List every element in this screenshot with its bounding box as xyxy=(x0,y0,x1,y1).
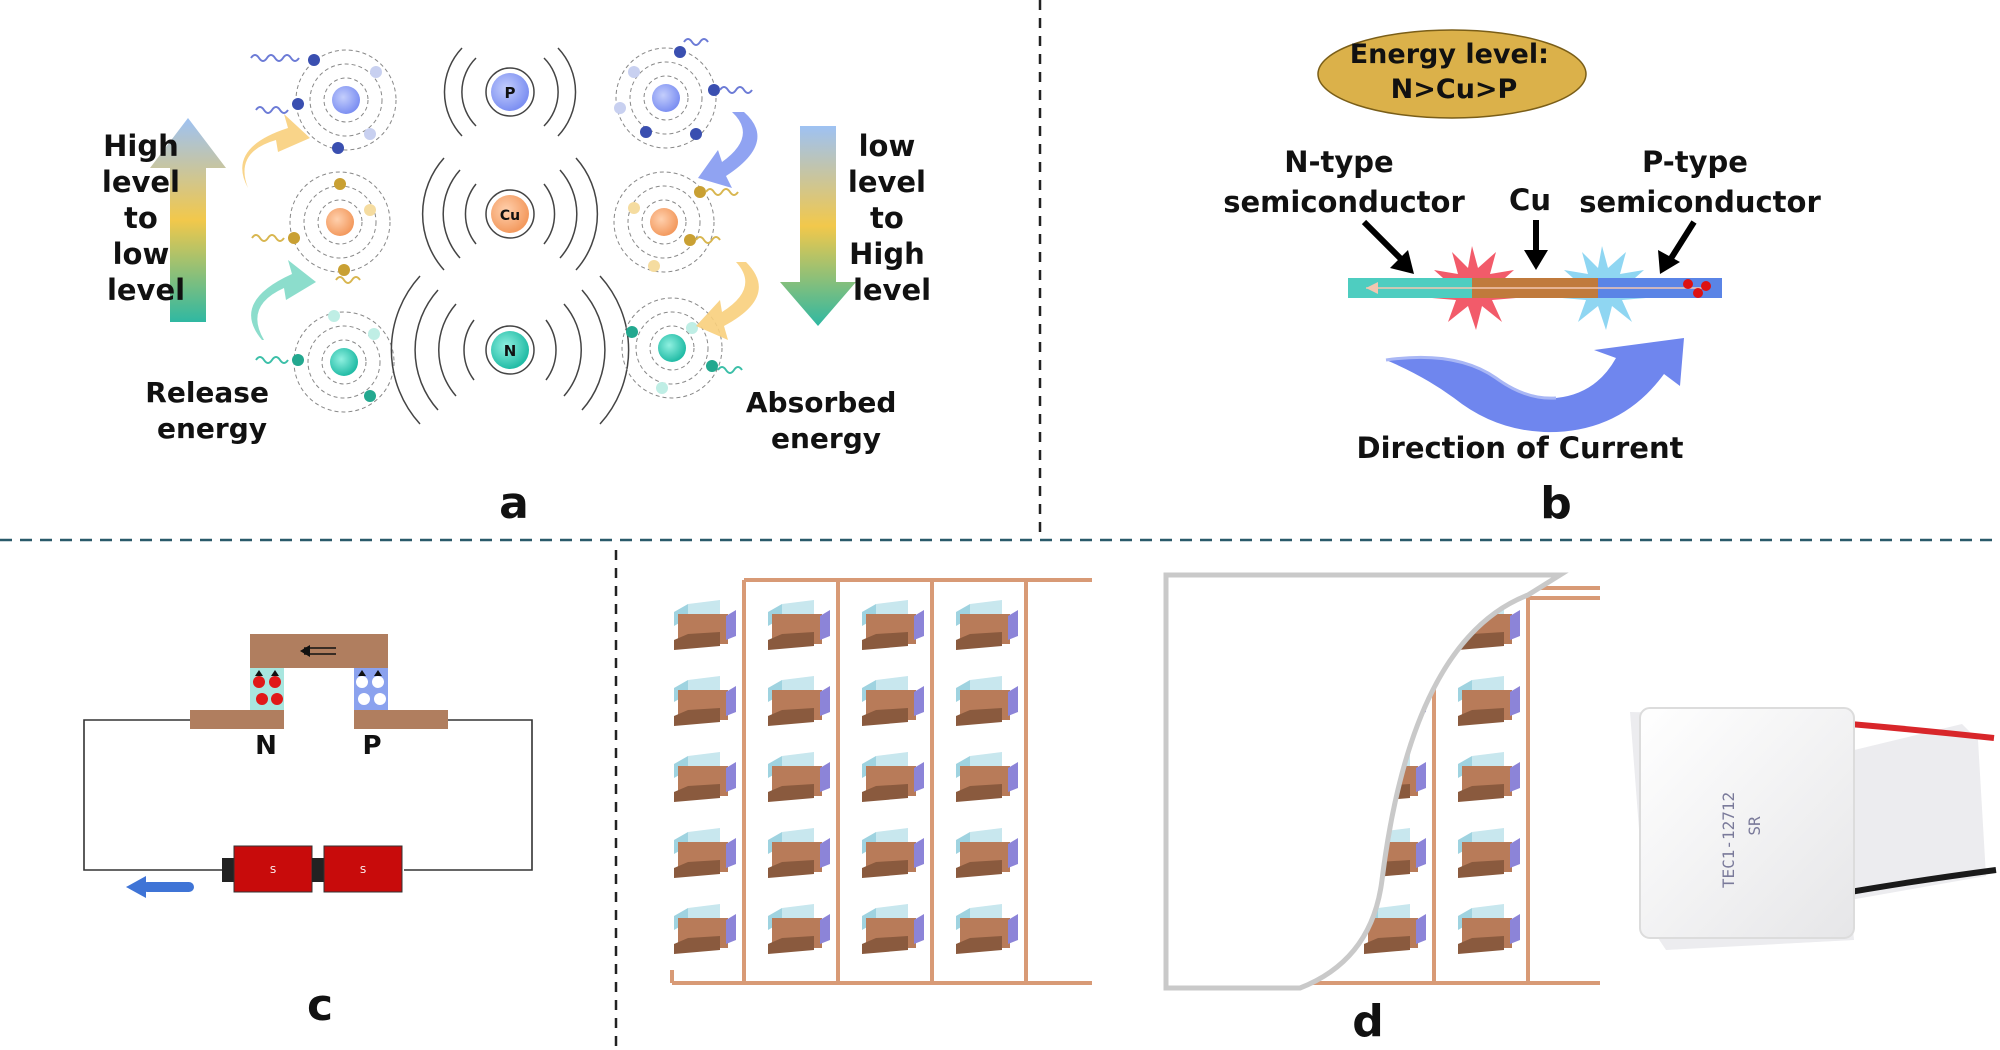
upward-gradient-arrow xyxy=(150,118,226,322)
battery-label: S xyxy=(270,865,276,876)
charge-dot xyxy=(1701,281,1711,291)
charge-dot xyxy=(1683,279,1693,289)
thermo-pellet xyxy=(674,828,736,878)
atom-diagram xyxy=(613,171,739,273)
thermo-pellet xyxy=(768,904,830,954)
cu-label: Cu xyxy=(1509,183,1551,217)
red-wire xyxy=(1849,721,1995,741)
panel-letter-d: d xyxy=(1352,996,1384,1047)
release-energy-label: Release energy xyxy=(145,376,278,445)
svg-text:P: P xyxy=(505,84,516,102)
thermo-pellet xyxy=(1458,752,1520,802)
thermo-pellet xyxy=(768,752,830,802)
tec-module-photo: TEC1-12712 SR xyxy=(1630,707,1997,950)
curved-arrow xyxy=(696,262,759,340)
circuit-wire-right xyxy=(404,719,533,871)
battery-cell xyxy=(323,845,403,893)
p-label: P xyxy=(362,731,381,761)
battery-terminal xyxy=(222,858,236,882)
top-plate-current-arrow xyxy=(300,645,336,657)
atom-n: N xyxy=(390,275,630,425)
charge-dot xyxy=(1693,288,1703,298)
left-arrow-label: High level to low level xyxy=(102,129,190,307)
atom-cu: Cu xyxy=(421,157,599,271)
atom-diagram xyxy=(250,49,397,154)
thermo-pellet xyxy=(956,676,1018,726)
panel-c: N P S S c xyxy=(83,634,533,1031)
atom-diagram xyxy=(621,297,743,399)
thermo-pellet xyxy=(862,600,924,650)
thermo-pellet xyxy=(862,904,924,954)
bottom-copper-left xyxy=(190,710,284,729)
bottom-copper-right xyxy=(354,710,448,729)
thermo-pellet xyxy=(674,752,736,802)
thermo-pellet xyxy=(1458,828,1520,878)
absorbed-energy-label: Absorbed energy xyxy=(746,386,906,455)
svg-text:Cu: Cu xyxy=(500,208,520,224)
thermo-pellet xyxy=(674,600,736,650)
battery-cell xyxy=(233,845,313,893)
energy-level-text: Energy level: N>Cu>P xyxy=(1350,39,1559,105)
current-direction-arrow xyxy=(126,876,194,898)
peeled-ceramic-cover xyxy=(1163,572,1569,991)
panel-a: High level to low level Release energy l… xyxy=(102,38,936,529)
right-atom-column xyxy=(613,38,759,399)
middle-atom-column: P Cu N xyxy=(390,47,630,425)
thermo-pellet xyxy=(674,676,736,726)
top-copper-plate xyxy=(250,634,388,668)
thermo-pellet xyxy=(956,600,1018,650)
black-wire xyxy=(1849,867,1997,895)
n-label: N xyxy=(255,731,277,761)
downward-gradient-arrow xyxy=(780,126,856,326)
module-model-text: TEC1-12712 xyxy=(1719,792,1738,888)
exposed-module-grid xyxy=(670,578,1092,985)
thermo-pellet xyxy=(956,828,1018,878)
battery-terminal xyxy=(312,858,324,882)
module-ceramic-face xyxy=(1639,707,1855,939)
thermo-pellet xyxy=(862,828,924,878)
battery-label: S xyxy=(360,865,366,876)
thermoelectric-pellet-array xyxy=(674,600,1018,954)
thermo-pellet xyxy=(768,600,830,650)
n-type-label: N-type semiconductor xyxy=(1223,145,1465,219)
thermo-pellet xyxy=(768,676,830,726)
thermo-pellet xyxy=(862,676,924,726)
direction-of-current-label: Direction of Current xyxy=(1357,431,1684,465)
panel-letter-a: a xyxy=(499,478,529,529)
curved-arrow xyxy=(251,260,316,340)
thermo-pellet xyxy=(674,904,736,954)
atom-diagram xyxy=(614,38,753,149)
right-arrow-label: low level to High level xyxy=(848,129,936,307)
thermo-pellet xyxy=(1364,904,1426,954)
p-type-label: P-type semiconductor xyxy=(1579,145,1821,219)
thermo-pellet xyxy=(1458,676,1520,726)
atom-diagram xyxy=(251,171,391,284)
thermo-pellet xyxy=(956,752,1018,802)
curved-arrow xyxy=(242,114,310,188)
energy-level-bubble xyxy=(1317,29,1587,119)
thermo-pellet xyxy=(862,752,924,802)
curved-arrow xyxy=(698,112,758,188)
pointer-arrows xyxy=(1361,219,1697,274)
thermo-pellet xyxy=(768,828,830,878)
peeled-module xyxy=(1163,572,1600,991)
atom-diagram xyxy=(255,310,395,413)
module-suffix-text: SR xyxy=(1745,816,1764,836)
panel-b: Energy level: N>Cu>P N-type semiconducto… xyxy=(1223,29,1821,529)
atom-p: P xyxy=(443,47,577,137)
panel-letter-b: b xyxy=(1540,478,1572,529)
thermo-pellet xyxy=(1458,904,1520,954)
panel-letter-c: c xyxy=(307,980,333,1031)
current-ribbon-arrow xyxy=(1386,338,1684,433)
svg-text:N: N xyxy=(504,342,517,360)
circuit-wire-left xyxy=(83,719,222,871)
panel-d: TEC1-12712 SR d xyxy=(670,572,1997,1047)
thermo-pellet xyxy=(956,904,1018,954)
left-atom-column xyxy=(242,49,397,413)
